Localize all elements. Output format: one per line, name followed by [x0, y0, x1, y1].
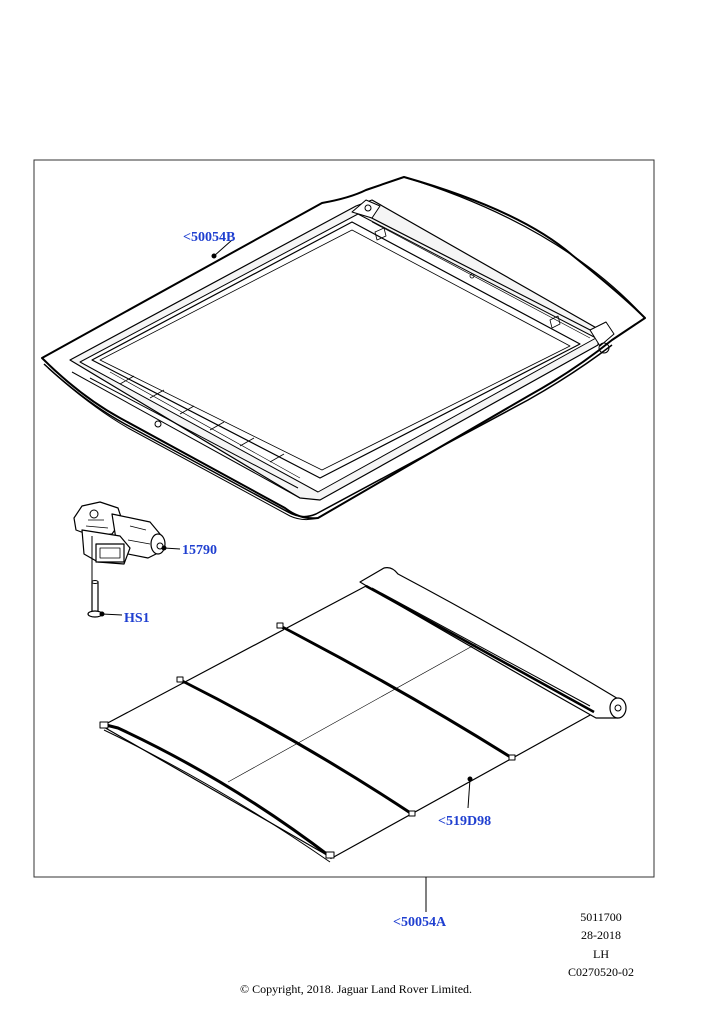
- callout-motor[interactable]: 15790: [182, 543, 217, 558]
- date-code: 28-2018: [581, 928, 621, 942]
- callout-roof-panel[interactable]: <50054B: [183, 230, 235, 245]
- motor-drawing: [73, 501, 166, 565]
- callout-screw[interactable]: HS1: [124, 611, 150, 626]
- sunblind-drawing: [99, 567, 627, 863]
- drawing-code: C0270520-02: [568, 965, 634, 979]
- screw-drawing: [87, 580, 103, 618]
- diagram-frame: [33, 159, 655, 878]
- roof-panel-drawing: [41, 176, 646, 521]
- callout-blind[interactable]: <519D98: [438, 814, 491, 829]
- side-code: LH: [593, 947, 609, 961]
- copyright-notice: © Copyright, 2018. Jaguar Land Rover Lim…: [239, 982, 473, 996]
- leader-lines: [91, 239, 473, 912]
- part-number: 5011700: [580, 910, 622, 924]
- callout-assembly[interactable]: <50054A: [393, 915, 447, 930]
